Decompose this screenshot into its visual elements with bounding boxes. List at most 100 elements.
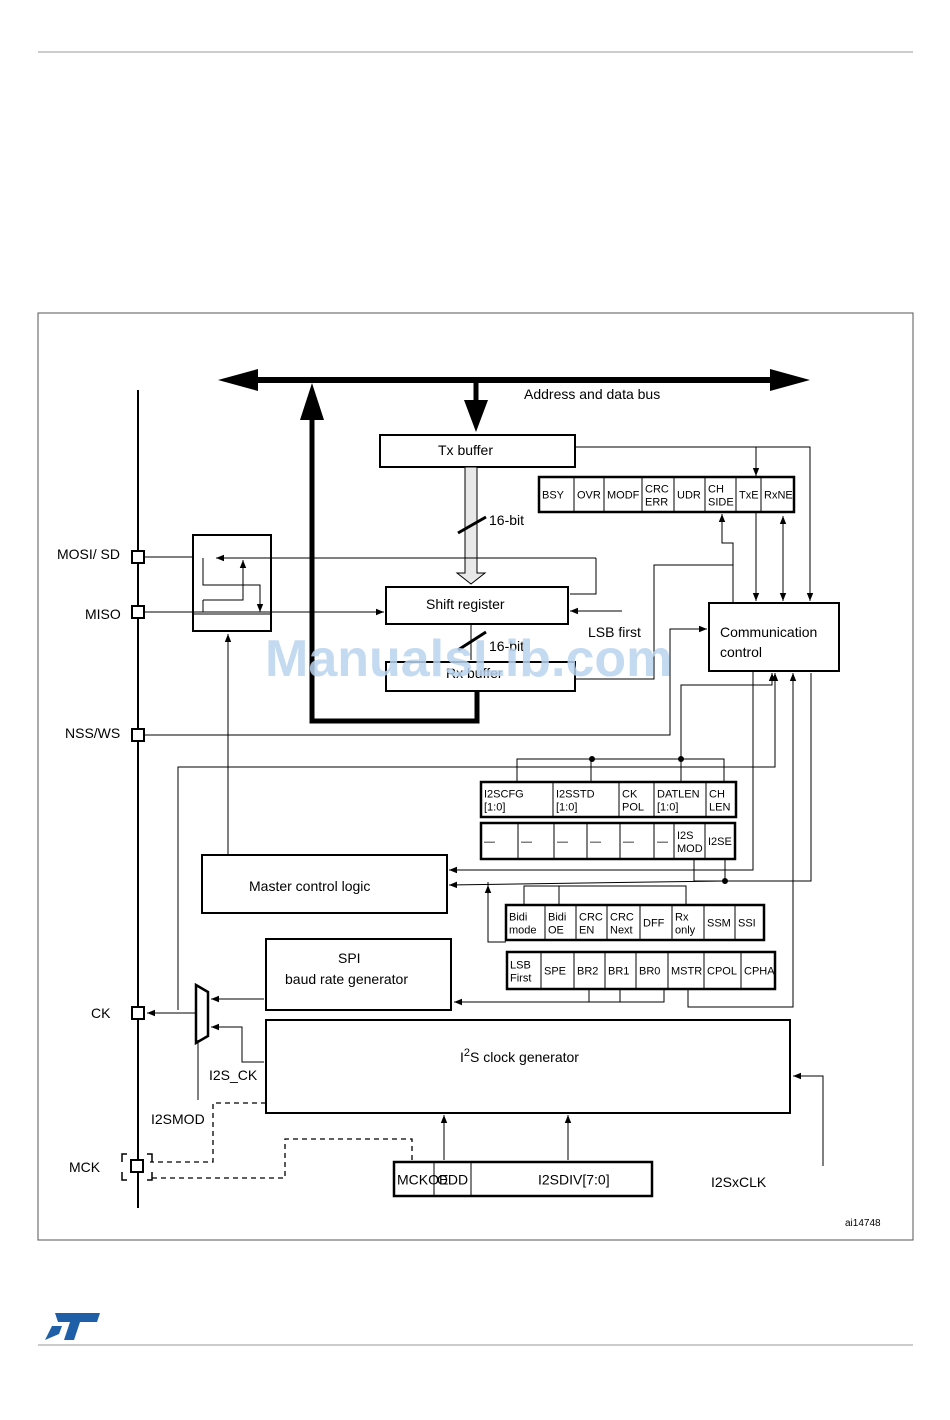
shift-to-rx-arrow: 16-bit — [457, 624, 524, 660]
register-field-label: CRC — [579, 912, 603, 924]
i2scfgr-top-field — [705, 781, 737, 818]
lsb-first-signal: LSB first — [570, 607, 641, 640]
register-field-label: DATLEN — [657, 789, 700, 801]
register-field-label: I2SSTD — [556, 789, 595, 801]
register-field-label: RxNE — [764, 490, 793, 502]
master-control-inputs — [448, 672, 812, 943]
bus-label: Address and data bus — [524, 386, 660, 402]
svg-text:I2SxCLK: I2SxCLK — [711, 1174, 767, 1190]
register-field-label: — — [484, 836, 495, 848]
spi-baud-rate-generator: SPI baud rate generator — [265, 938, 452, 1011]
address-data-bus: Address and data bus — [218, 369, 810, 402]
communication-control: Communication control — [708, 602, 840, 672]
register-field-label: CH — [709, 789, 725, 801]
svg-text:Communication: Communication — [720, 624, 817, 640]
tx-status-lines — [575, 446, 814, 601]
register-field-label: POL — [622, 802, 644, 814]
register-field-label: — — [657, 836, 668, 848]
register-field-label: OE — [548, 925, 564, 937]
register-field-label: MOD — [677, 843, 703, 855]
io-mux-block — [145, 534, 597, 632]
register-field-label: OVR — [577, 490, 601, 502]
register-field-label: CRC — [610, 912, 634, 924]
i2scfgr-register-top: I2SCFG[1:0]I2SSTD[1:0]CKPOLDATLEN[1:0]CH… — [479, 780, 738, 819]
register-field-label: Rx — [675, 912, 689, 924]
register-field-label: BR0 — [639, 966, 660, 978]
svg-text:Tx buffer: Tx buffer — [438, 442, 493, 458]
svg-text:Shift register: Shift register — [426, 596, 505, 612]
register-field-label: [1:0] — [556, 802, 577, 814]
register-field-label: EN — [579, 925, 594, 937]
pin-mck: MCK — [69, 1153, 153, 1181]
figure-frame — [37, 312, 914, 1241]
st-logo — [45, 1313, 100, 1340]
register-field-label: [1:0] — [484, 802, 505, 814]
i2sxclk-input: I2SxCLK — [711, 1072, 824, 1190]
tx-bus-width: 16-bit — [489, 512, 524, 528]
register-field-label: — — [557, 836, 568, 848]
ck-mux: I2S_CK I2SMOD — [147, 982, 264, 1127]
cr-bottom-field — [740, 951, 776, 990]
register-field-label: TxE — [739, 490, 759, 502]
register-field-label: I2SE — [708, 836, 732, 848]
svg-text:NSS/WS: NSS/WS — [65, 725, 120, 741]
pin-miso: MISO — [85, 605, 145, 622]
pin-nss-ws: NSS/WS — [65, 625, 707, 742]
register-field-label: First — [510, 973, 531, 985]
register-field-label: [1:0] — [657, 802, 678, 814]
register-field-label: CH — [708, 484, 724, 496]
svg-text:MCK: MCK — [69, 1159, 101, 1175]
watermark-text: ManualsLib.com — [265, 630, 672, 688]
register-field-label: Next — [610, 925, 633, 937]
register-field-label: CPOL — [707, 966, 737, 978]
bus-to-tx-arrow — [464, 383, 488, 432]
register-field-label: only — [675, 925, 696, 937]
register-field-label: UDR — [677, 490, 701, 502]
register-field-label: LSB — [510, 960, 531, 972]
tx-to-shift-arrow: 16-bit — [455, 466, 524, 585]
register-field-label: — — [590, 836, 601, 848]
i2spr-field — [470, 1161, 653, 1197]
register-field-label: BSY — [542, 490, 565, 502]
register-field-label: SSI — [738, 918, 756, 930]
mck-dashed-paths — [150, 1102, 413, 1179]
svg-text:MISO: MISO — [85, 606, 121, 622]
i2spr-lines — [440, 1115, 572, 1160]
register-field-label: CK — [622, 789, 638, 801]
register-field-label: BR2 — [577, 966, 598, 978]
register-field-label: SSM — [707, 918, 731, 930]
svg-text:SPI: SPI — [338, 950, 361, 966]
svg-text:Master control logic: Master control logic — [249, 878, 370, 894]
svg-text:MOSI/ SD: MOSI/ SD — [57, 546, 120, 562]
register-field-label: DFF — [643, 918, 665, 930]
svg-text:LSB first: LSB first — [588, 624, 641, 640]
register-field-label: — — [521, 836, 532, 848]
cr-top-field — [734, 904, 765, 941]
tx-buffer: Tx buffer — [379, 434, 576, 468]
baud-rate-taps — [454, 673, 797, 1008]
rx-bus-width: 16-bit — [489, 638, 524, 654]
register-field-label: SPE — [544, 966, 566, 978]
i2s-ck-label: I2S_CK — [209, 1067, 258, 1083]
svg-text:I2S clock generator: I2S clock generator — [460, 1047, 579, 1065]
i2scfgr-bottom-field — [704, 822, 736, 860]
register-field-label: — — [623, 836, 634, 848]
status-to-comm-lines — [718, 512, 787, 603]
register-field-label: SIDE — [708, 497, 734, 509]
master-control-logic: Master control logic — [201, 634, 448, 914]
pin-mosi-sd: MOSI/ SD — [57, 546, 145, 564]
register-field-label: MCKOE — [397, 1171, 448, 1187]
register-field-label: LEN — [709, 802, 730, 814]
svg-text:control: control — [720, 644, 762, 660]
status-field — [760, 476, 795, 513]
register-field-label: mode — [509, 925, 537, 937]
register-field-label: I2SCFG — [484, 789, 524, 801]
register-field-label: MODF — [607, 490, 640, 502]
svg-text:Rx buffer: Rx buffer — [446, 665, 503, 681]
rx-buffer: Rx buffer — [385, 661, 576, 692]
shift-register: Shift register — [385, 586, 569, 625]
